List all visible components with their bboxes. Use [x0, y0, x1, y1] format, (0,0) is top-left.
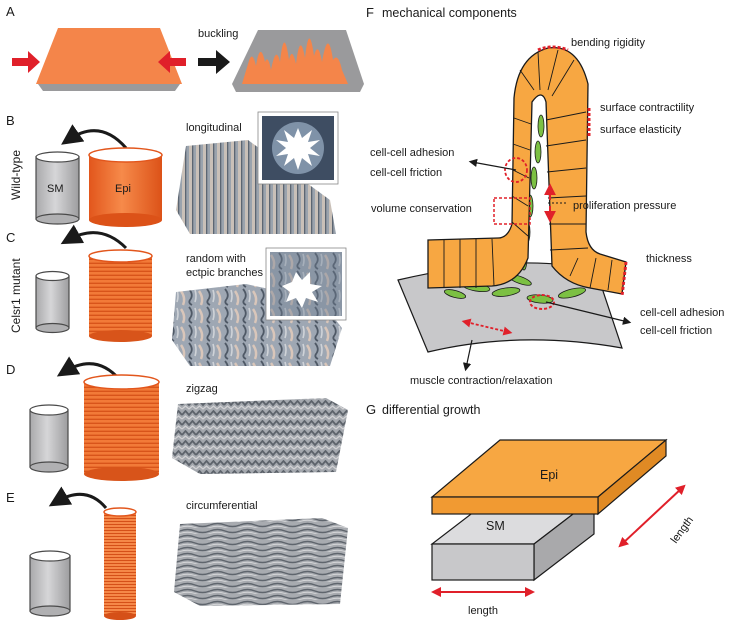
length-label-bottom: length — [468, 605, 498, 617]
buckled-substrate-base — [232, 84, 364, 92]
label-surface-elasticity: surface elasticity — [600, 124, 682, 136]
tube-cross-section-b — [257, 111, 339, 185]
sm-cylinder-e — [29, 550, 71, 617]
sm-cylinder-d — [29, 404, 69, 473]
zigzag-folds-image — [172, 398, 348, 474]
epi-label-g: Epi — [540, 468, 558, 482]
buckled-epithelium — [242, 38, 348, 84]
swap-arrow-b — [61, 124, 128, 149]
panel-g-letter: G — [366, 402, 376, 417]
circumferential-folds-image — [174, 518, 348, 606]
flat-epithelium — [36, 28, 182, 84]
epi-cylinder-b: Epi — [88, 147, 163, 227]
epi-cylinder-c — [88, 249, 153, 342]
sm-cylinder-c — [35, 270, 70, 334]
epi-block: Epi — [430, 438, 668, 516]
panel-f: F mechanical components — [366, 5, 724, 387]
label-cell-friction-bottom: cell-cell friction — [640, 325, 712, 337]
buckling-label: buckling — [198, 28, 238, 40]
panel-d-letter: D — [6, 362, 15, 377]
pattern-label-random-line2: ectpic branches — [186, 267, 264, 279]
epithelial-cell-boundaries — [443, 49, 613, 291]
panel-g-title: differential growth — [382, 403, 480, 417]
label-muscle-contraction: muscle contraction/relaxation — [410, 375, 552, 387]
label-cell-friction-top: cell-cell friction — [370, 167, 442, 179]
sm-cylinder-b: SM — [35, 151, 80, 225]
genotype-label-wild-type: Wild-type — [9, 150, 23, 200]
flat-substrate — [38, 84, 180, 91]
label-cell-adhesion-bottom: cell-cell adhesion — [640, 307, 724, 319]
panel-b-letter: B — [6, 113, 15, 128]
label-cell-adhesion-top: cell-cell adhesion — [370, 147, 454, 159]
length-arrows — [431, 484, 686, 597]
epi-cylinder-d — [83, 374, 160, 481]
panel-f-title: mechanical components — [382, 6, 517, 20]
panel-a: A buckling — [6, 4, 364, 92]
label-bending-rigidity: bending rigidity — [571, 37, 645, 49]
epi-label-b: Epi — [115, 183, 131, 195]
sm-label-g: SM — [486, 519, 505, 533]
panel-b: B Wild-type SM Epi longitudinal — [6, 111, 339, 234]
panel-f-letter: F — [366, 5, 374, 20]
pattern-label-zigzag: zigzag — [186, 383, 218, 395]
label-volume-conservation: volume conservation — [371, 203, 472, 215]
pointer-lines — [462, 158, 632, 372]
pattern-label-random-line1: random with — [186, 253, 246, 265]
panel-d: D zigzag — [6, 356, 348, 481]
longitudinal-folds-image — [176, 140, 336, 234]
panel-c: C Celsr1 mutant random with ectpic branc… — [6, 224, 347, 366]
panel-c-letter: C — [6, 230, 15, 245]
swap-arrow-e — [48, 486, 108, 509]
genotype-label-celsr1-mutant: Celsr1 mutant — [9, 258, 23, 333]
pattern-label-longitudinal: longitudinal — [186, 122, 242, 134]
compression-arrow-right — [158, 51, 186, 73]
epi-cylinder-e — [103, 507, 137, 620]
panel-e-letter: E — [6, 490, 15, 505]
pattern-label-circumferential: circumferential — [186, 500, 258, 512]
label-proliferation-pressure: proliferation pressure — [573, 200, 676, 212]
label-thickness: thickness — [646, 253, 692, 265]
label-surface-contractility: surface contractility — [600, 102, 695, 114]
length-label-side: length — [669, 514, 696, 545]
panel-e: E circumferential — [6, 486, 348, 620]
panel-a-letter: A — [6, 4, 15, 19]
panel-g: G differential growth SM Epi length leng… — [366, 402, 696, 617]
compression-arrow-left — [12, 51, 40, 73]
swap-arrow-c — [60, 224, 128, 250]
buckling-arrow — [198, 50, 230, 74]
tube-cross-section-c — [265, 247, 347, 321]
mechanics-annotations — [461, 45, 628, 336]
sm-label-b: SM — [47, 183, 64, 195]
